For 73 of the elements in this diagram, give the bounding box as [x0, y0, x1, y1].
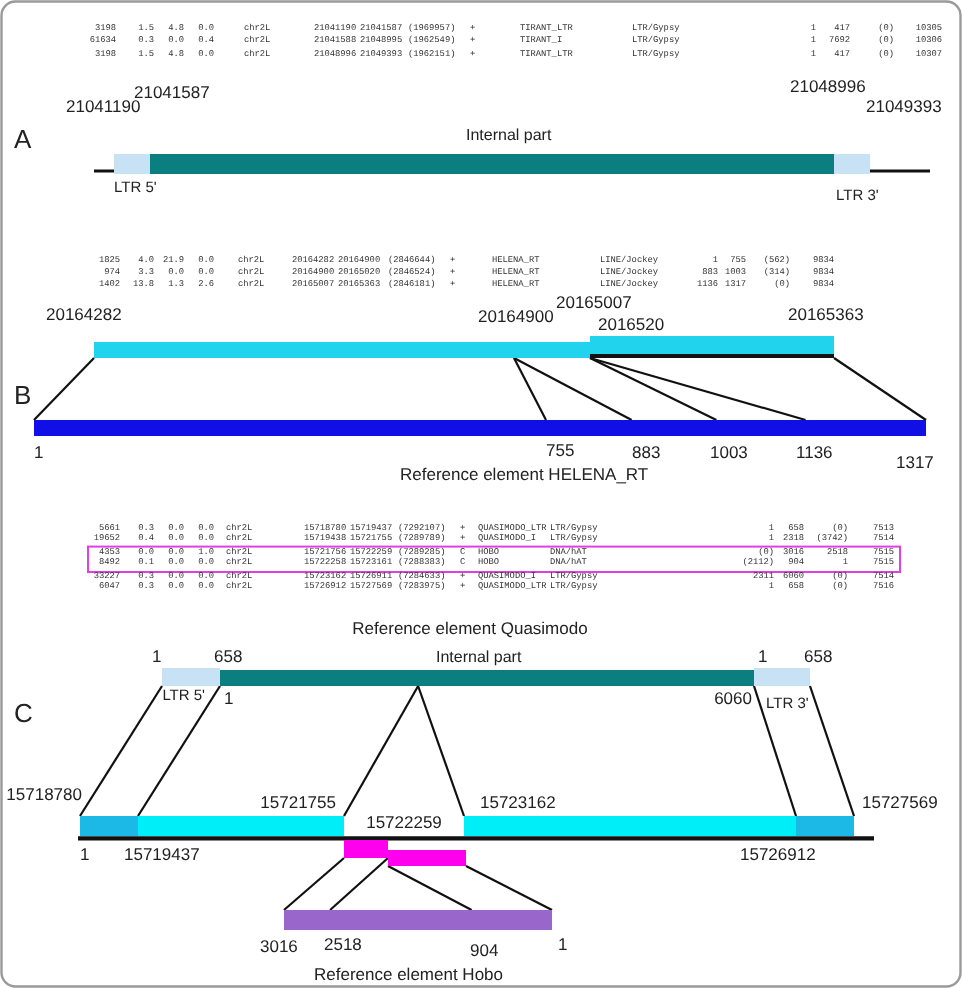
alignment-line — [808, 685, 856, 817]
coordinate-label: 1 — [34, 444, 44, 464]
alignment-line — [329, 857, 389, 911]
ltr-bar — [114, 154, 150, 174]
genome-segment-bar — [590, 336, 834, 358]
alignment-line — [283, 857, 345, 911]
coordinate-label: 15718780 — [6, 786, 82, 806]
coordinate-label: 15721755 — [260, 794, 336, 814]
panel-letter: B — [14, 381, 32, 411]
coordinate-label: 658 — [214, 648, 243, 668]
coordinate-label: 1136 — [796, 444, 833, 464]
coordinate-label: 1317 — [896, 454, 934, 474]
element-title: Reference element Hobo — [314, 965, 504, 985]
reference-element-bar — [284, 910, 552, 930]
insertion-segment-bar — [388, 850, 466, 866]
element-title: Reference element Quasimodo — [352, 620, 588, 640]
internal-region-bar — [150, 154, 834, 174]
alignment-line — [513, 357, 547, 421]
genome-segment-bar — [796, 816, 854, 836]
coordinate-label: 15726912 — [740, 846, 816, 866]
coordinate-label: 1 — [152, 648, 162, 668]
coordinate-label: 21048996 — [790, 77, 866, 97]
panel-letter: A — [14, 125, 32, 155]
alignment-line — [833, 357, 927, 421]
alignment-line — [387, 865, 473, 911]
ltr-bar — [834, 154, 870, 174]
segment-label: Internal part — [466, 126, 552, 146]
element-title: Reference element HELENA_RT — [400, 466, 649, 486]
genome-segment-bar — [138, 816, 344, 836]
coordinate-label: 21049393 — [866, 98, 942, 118]
alignment-line — [589, 357, 717, 421]
alignment-line — [417, 685, 466, 817]
panel-letter: C — [14, 699, 33, 729]
coordinate-label: 6060 — [714, 690, 752, 710]
alignment-line — [513, 357, 633, 421]
internal-region-bar — [220, 670, 754, 686]
coordinate-label: 883 — [632, 444, 661, 464]
coordinate-label: 2518 — [324, 936, 362, 956]
genome-segment-bar — [80, 816, 138, 836]
genome-segment-bar — [464, 816, 796, 836]
coordinate-label: 15727569 — [862, 794, 938, 814]
reference-element-bar — [34, 420, 926, 436]
coordinate-label: 1003 — [710, 444, 748, 464]
segment-label: Internal part — [436, 648, 522, 668]
coordinate-label: 15719437 — [124, 846, 200, 866]
alignment-line — [33, 357, 95, 421]
coordinate-label: 21041190 — [66, 98, 141, 118]
coordinate-label: 20165363 — [788, 306, 864, 326]
coordinate-label: 15723162 — [480, 794, 556, 814]
genome-segment-bar — [94, 342, 514, 358]
coordinate-label: 1 — [758, 648, 768, 668]
coordinate-label: 1 — [224, 690, 234, 710]
coordinate-label: 658 — [804, 648, 833, 668]
coordinate-label: 20164282 — [46, 306, 122, 326]
ltr-bar — [162, 668, 220, 686]
coordinate-label: 1 — [80, 846, 90, 866]
ltr-bar — [754, 668, 810, 686]
alignment-line — [465, 865, 553, 911]
coordinate-label: 2016520 — [598, 315, 665, 335]
alignment-line — [589, 356, 806, 422]
coordinate-label: 20164900 — [478, 308, 554, 328]
coordinate-label: 21041587 — [134, 83, 210, 102]
coordinate-label: 20165007 — [556, 294, 632, 314]
insertion-segment-bar — [344, 840, 388, 858]
coordinate-label: 1 — [558, 936, 568, 956]
coordinate-label: 3016 — [260, 938, 298, 958]
coordinate-label: 755 — [546, 442, 575, 462]
alignment-line — [343, 685, 420, 817]
alignment-line — [137, 685, 221, 817]
alignment-line — [752, 685, 798, 817]
coordinate-label: 904 — [470, 942, 499, 962]
coordinate-label: 15722259 — [366, 814, 442, 834]
alignment-line — [79, 685, 163, 817]
